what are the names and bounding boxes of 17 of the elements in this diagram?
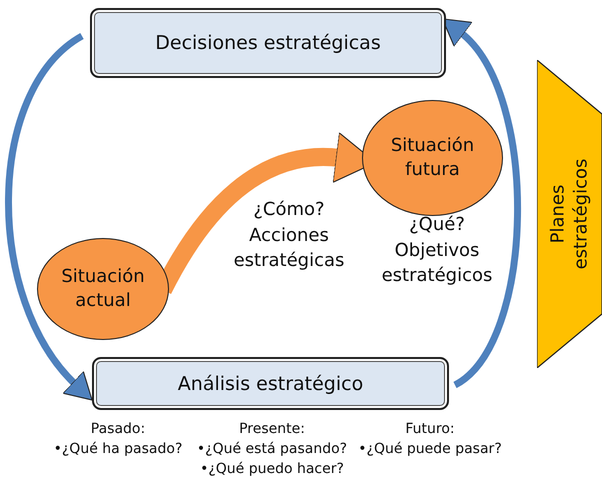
node-caption: Futuro: bbox=[404, 420, 456, 438]
curved-arrow bbox=[5, 33, 92, 402]
node-caption: •¿Qué está pasando? bbox=[196, 440, 348, 458]
node-label: Planes estratégicos bbox=[547, 158, 592, 272]
node-caption: •¿Qué ha pasado? bbox=[52, 440, 184, 458]
node-label: Situación actual bbox=[60, 264, 146, 313]
node-caption: •¿Qué puede pasar? bbox=[357, 440, 503, 458]
node-label: Decisiones estratégicas bbox=[155, 32, 381, 54]
node-caption: Presente: bbox=[238, 420, 306, 438]
process-box bbox=[90, 8, 446, 78]
node-caption: ¿Qué? Objetivos estratégicos bbox=[380, 213, 494, 288]
edge-label: ¿Cómo? Acciones estratégicas bbox=[232, 198, 346, 274]
node-caption: •¿Qué puedo hacer? bbox=[199, 460, 345, 478]
process-box bbox=[92, 357, 449, 410]
node-caption: Pasado: bbox=[90, 420, 146, 438]
node-label: Análisis estratégico bbox=[178, 372, 364, 394]
node-label: Situación futura bbox=[390, 134, 476, 182]
